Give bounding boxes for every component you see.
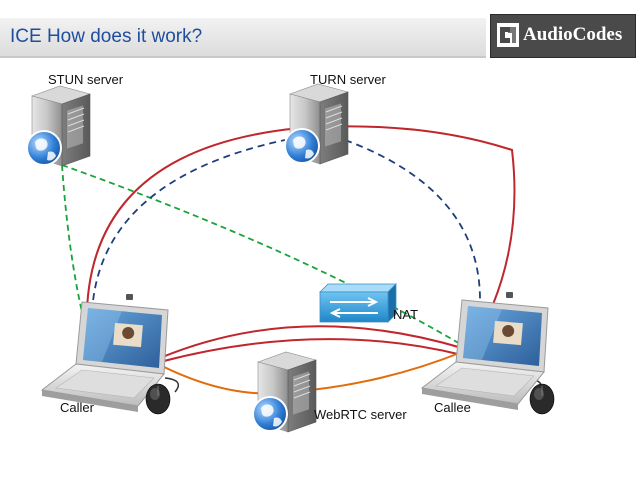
nat-label: NAT — [393, 307, 419, 322]
webrtc-server-icon — [252, 351, 317, 433]
turn-relay-path — [85, 125, 516, 351]
turn-binding-line-caller — [91, 139, 286, 313]
stun-binding-line — [61, 164, 463, 346]
callee-label: Callee — [434, 400, 471, 415]
nat-device-icon — [319, 283, 397, 323]
media-path-via-nat — [159, 325, 463, 359]
turn-server-icon — [284, 83, 349, 165]
logo-mark-glyph-icon — [500, 27, 516, 43]
logo-mark-icon — [497, 23, 519, 47]
turn-binding-line-callee — [344, 139, 481, 301]
slide-title: ICE How does it work? — [10, 26, 203, 47]
logo-text: AudioCodes — [523, 24, 623, 45]
audiocodes-logo: AudioCodes — [490, 14, 636, 58]
caller-mouse-icon — [145, 383, 171, 415]
callee-mouse-icon — [529, 383, 555, 415]
stun-binding-line-caller — [61, 164, 83, 313]
webrtc-server-label: WebRTC server — [314, 407, 407, 422]
caller-label: Caller — [60, 400, 94, 415]
title-bar: ICE How does it work? — [0, 18, 486, 58]
mouse-cable-caller — [164, 377, 180, 393]
turn-server-label: TURN server — [310, 72, 386, 87]
media-path-direct — [159, 338, 463, 363]
stun-server-label: STUN server — [48, 72, 124, 87]
stun-server-icon — [26, 85, 91, 167]
